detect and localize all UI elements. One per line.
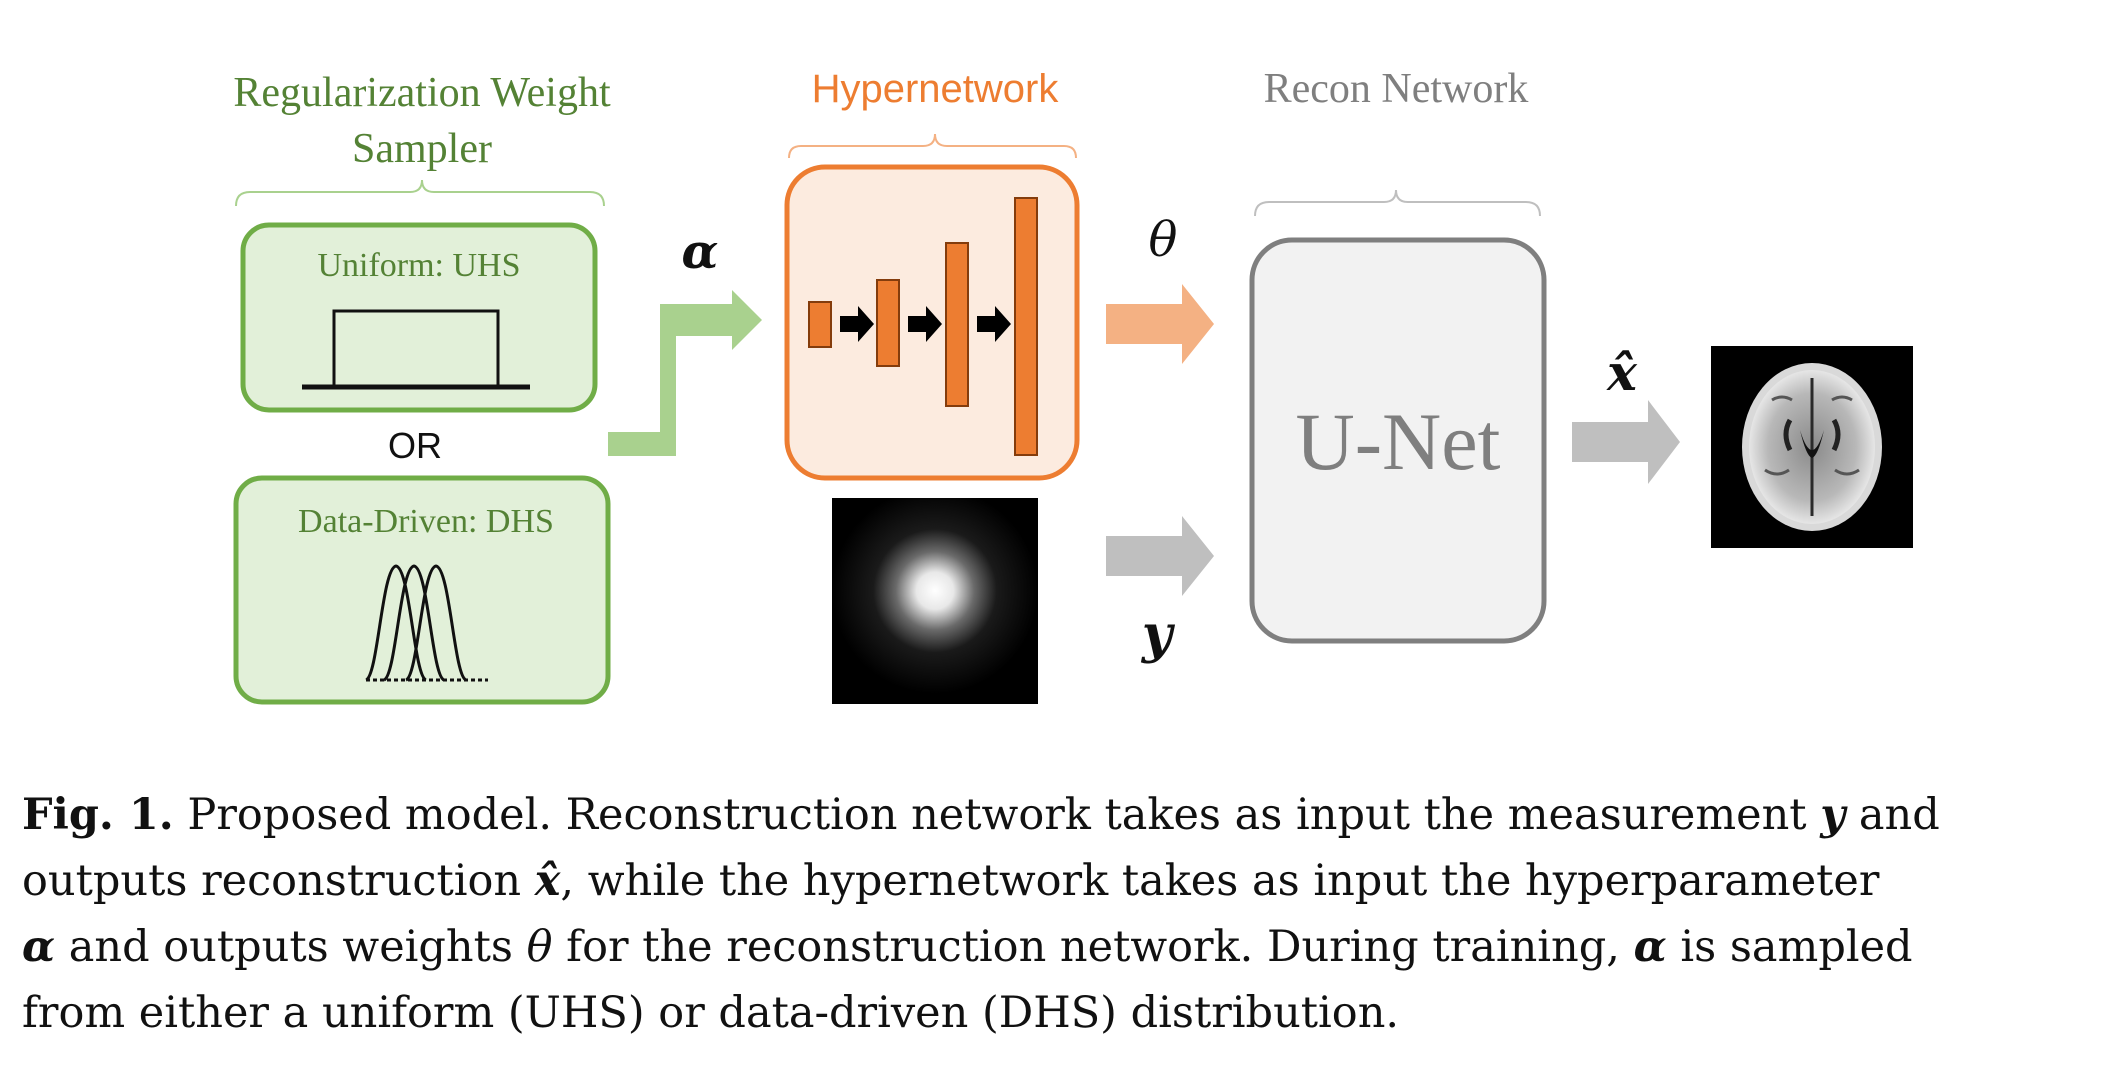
hypernetwork-title: Hypernetwork [812, 67, 1060, 111]
xhat-arrow [1572, 400, 1680, 484]
gaussian-mixture-icon [364, 564, 488, 682]
caption-text: outputs reconstruction [22, 856, 535, 906]
sampler-title-line2: Sampler [352, 126, 492, 172]
datadriven-box [233, 475, 611, 705]
datadriven-label: Data-Driven: DHS [298, 503, 554, 540]
caption-symbol-y: y [1820, 790, 1846, 840]
caption-text: and outputs weights [55, 922, 527, 972]
uniform-label: Uniform: UHS [317, 247, 520, 284]
hypernetwork-brace [788, 133, 1077, 159]
caption-symbol-alpha: α [22, 922, 56, 972]
sampler-brace [235, 179, 605, 207]
model-diagram: Regularization Weight Sampler Uniform: U… [233, 66, 1913, 705]
recon-brace [1254, 189, 1541, 217]
sampler-title-line1: Regularization Weight [233, 70, 611, 116]
hypernetwork-layers [808, 197, 1038, 456]
brain-mri-reconstruction-image [1711, 346, 1913, 548]
or-label: OR [388, 425, 442, 466]
caption-text: from either a uniform (UHS) or data-driv… [22, 988, 1400, 1038]
figure-caption: Fig. 1. Proposed model. Reconstruction n… [22, 782, 2106, 1046]
caption-symbol-alpha: α [1633, 922, 1667, 972]
kspace-measurement-image [832, 498, 1038, 704]
caption-symbol-theta: θ [526, 922, 553, 972]
unet-box [1249, 237, 1547, 644]
unet-label: U-Net [1296, 396, 1501, 487]
caption-text: is sampled [1666, 922, 1913, 972]
recon-title: Recon Network [1264, 66, 1529, 112]
y-label: y [1141, 604, 1176, 665]
theta-label: θ [1149, 212, 1178, 268]
uniform-box [240, 222, 598, 413]
y-arrow [1106, 516, 1214, 596]
theta-arrow [1106, 284, 1214, 364]
caption-text: Proposed model. Reconstruction network t… [173, 790, 1821, 840]
xhat-label: x̂ [1606, 343, 1638, 402]
caption-text: , while the hypernetwork takes as input … [560, 856, 1880, 906]
caption-text: for the reconstruction network. During t… [552, 922, 1634, 972]
caption-text: and [1845, 790, 1940, 840]
figure-number: Fig. 1. [22, 790, 174, 840]
layer-arrows [840, 306, 1011, 342]
uniform-distribution-icon [302, 309, 530, 390]
caption-symbol-xhat: x̂ [534, 856, 561, 906]
alpha-label: α [682, 224, 719, 280]
alpha-arrow [608, 290, 762, 456]
